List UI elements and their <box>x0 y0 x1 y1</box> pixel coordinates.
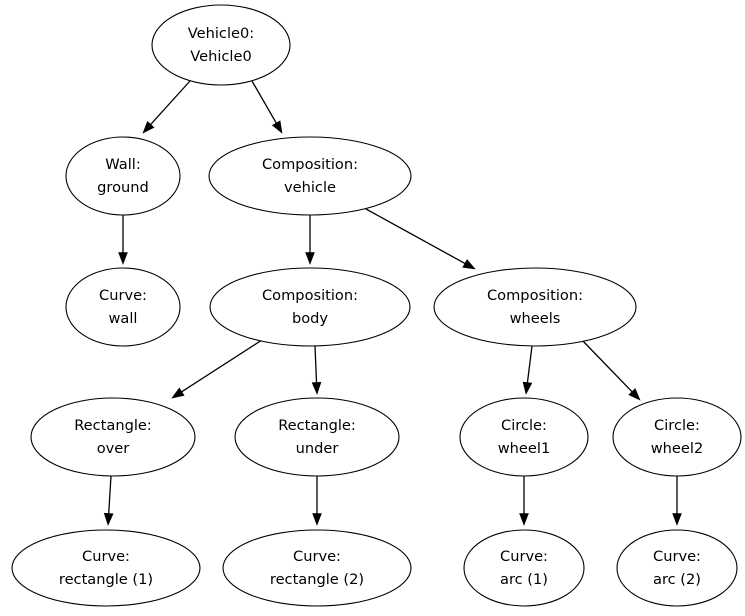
node-label-name: rectangle (1) <box>59 571 153 588</box>
node-ellipse[interactable] <box>616 529 738 607</box>
node-ellipse[interactable] <box>459 397 589 477</box>
edge-line <box>580 338 633 393</box>
node-label-name: Vehicle0 <box>190 48 251 65</box>
node-label-type: Composition: <box>262 287 358 304</box>
node-label-type: Curve: <box>653 548 701 565</box>
graph-node-composition-body[interactable]: Composition: body <box>209 267 411 347</box>
node-ellipse[interactable] <box>433 267 637 347</box>
node-label-name: rectangle (2) <box>270 571 364 588</box>
node-label-type: Circle: <box>654 417 700 434</box>
graph-node-composition-vehicle[interactable]: Composition: vehicle <box>208 136 412 216</box>
graph-edge <box>118 215 128 265</box>
edge-arrowhead-icon <box>271 120 283 134</box>
graph-node-curve-rectangle-2[interactable]: Curve: rectangle (2) <box>222 529 412 607</box>
node-label-name: wheel1 <box>498 440 550 457</box>
edge-line <box>150 80 191 125</box>
edge-arrowhead-icon <box>519 513 529 526</box>
graph-edge <box>580 338 641 401</box>
graph-edge <box>311 345 322 395</box>
node-label-name: arc (1) <box>500 571 548 588</box>
edge-line <box>108 475 112 514</box>
node-ellipse[interactable] <box>65 136 181 216</box>
node-label-type: Curve: <box>500 548 548 565</box>
graph-edge <box>365 208 476 270</box>
graph-node-curve-rectangle-1[interactable]: Curve: rectangle (1) <box>11 529 201 607</box>
node-label-name: over <box>97 440 130 457</box>
node-label-name: arc (2) <box>653 571 701 588</box>
edge-arrowhead-icon <box>672 513 682 526</box>
node-label-type: Composition: <box>262 156 358 173</box>
edge-line <box>526 345 533 383</box>
edge-arrowhead-icon <box>118 252 128 265</box>
node-label-name: wall <box>109 310 138 327</box>
graph-edge <box>522 345 533 395</box>
graph-edge <box>103 475 114 526</box>
edge-arrowhead-icon <box>628 388 641 401</box>
node-ellipse[interactable] <box>209 267 411 347</box>
edge-arrowhead-icon <box>522 381 533 395</box>
node-label-type: Rectangle: <box>278 417 356 434</box>
graph-node-curve-arc-1[interactable]: Curve: arc (1) <box>463 529 585 607</box>
node-label-type: Wall: <box>105 156 140 173</box>
node-ellipse[interactable] <box>463 529 585 607</box>
node-label-name: vehicle <box>284 179 336 196</box>
edge-line <box>251 80 277 124</box>
graph-node-composition-wheels[interactable]: Composition: wheels <box>433 267 637 347</box>
node-label-name: body <box>292 310 328 327</box>
node-ellipse[interactable] <box>65 267 181 347</box>
graph-node-curve-arc-2[interactable]: Curve: arc (2) <box>616 529 738 607</box>
edge-arrowhead-icon <box>305 252 315 265</box>
node-ellipse[interactable] <box>234 397 400 477</box>
graph-node-rectangle-over[interactable]: Rectangle: over <box>30 397 196 477</box>
graph-node-circle-wheel2[interactable]: Circle: wheel2 <box>612 397 742 477</box>
node-label-type: Composition: <box>487 287 583 304</box>
edge-arrowhead-icon <box>142 121 155 134</box>
node-ellipse[interactable] <box>222 529 412 607</box>
node-ellipse[interactable] <box>151 4 291 86</box>
graph-node-rectangle-under[interactable]: Rectangle: under <box>234 397 400 477</box>
node-label-type: Rectangle: <box>74 417 152 434</box>
edge-arrowhead-icon <box>103 512 114 526</box>
graph-edge <box>672 476 682 526</box>
graph-edge <box>251 80 283 134</box>
graph-node-wall-ground[interactable]: Wall: ground <box>65 136 181 216</box>
edge-line <box>181 339 263 393</box>
node-label-name: ground <box>97 179 149 196</box>
node-ellipse[interactable] <box>11 529 201 607</box>
node-label-type: Curve: <box>99 287 147 304</box>
edge-line <box>314 345 318 383</box>
node-label-type: Vehicle0: <box>188 25 254 42</box>
node-ellipse[interactable] <box>208 136 412 216</box>
nodes-layer: Vehicle0:Vehicle0Wall:groundComposition:… <box>11 4 742 607</box>
edge-arrowhead-icon <box>312 513 322 526</box>
edges-layer <box>103 80 682 526</box>
edge-line <box>365 208 466 265</box>
node-label-type: Circle: <box>501 417 547 434</box>
graph-edge <box>305 215 315 265</box>
edge-arrowhead-icon <box>311 382 322 395</box>
edge-arrowhead-icon <box>171 387 185 399</box>
graph-node-vehicle0[interactable]: Vehicle0: Vehicle0 <box>151 4 291 86</box>
graph-node-curve-wall[interactable]: Curve: wall <box>65 267 181 347</box>
node-ellipse[interactable] <box>612 397 742 477</box>
graph-node-circle-wheel1[interactable]: Circle: wheel1 <box>459 397 589 477</box>
graph-edge <box>171 339 263 399</box>
graph-edge <box>312 476 322 526</box>
graph-edge <box>142 80 191 134</box>
node-ellipse[interactable] <box>30 397 196 477</box>
node-label-name: under <box>296 440 339 457</box>
node-label-type: Curve: <box>293 548 341 565</box>
node-label-name: wheel2 <box>651 440 703 457</box>
node-label-type: Curve: <box>82 548 130 565</box>
node-label-name: wheels <box>510 310 561 327</box>
edge-arrowhead-icon <box>462 259 476 270</box>
graph-edge <box>519 476 529 526</box>
